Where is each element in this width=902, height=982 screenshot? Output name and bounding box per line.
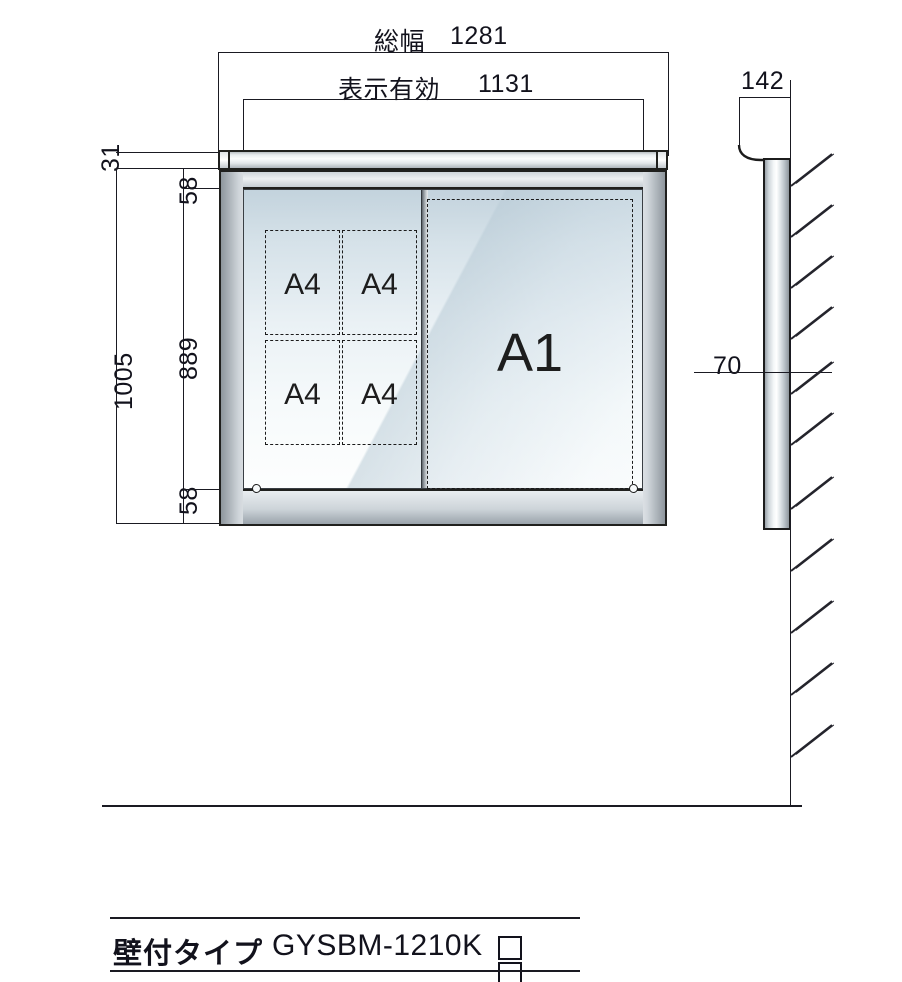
bottom-margin-tick bbox=[183, 489, 219, 490]
lock-point-left[interactable] bbox=[252, 484, 261, 493]
caption-type-label: 壁付タイプ bbox=[113, 938, 264, 970]
cabinet-bottom-band bbox=[243, 489, 643, 524]
overall-width-value: 1281 bbox=[450, 22, 508, 50]
display-width-value: 1131 bbox=[478, 70, 534, 98]
wall-hatch-9b bbox=[795, 600, 835, 631]
wall-hatch-3b bbox=[795, 255, 835, 286]
caption-model-code: GYSBM-1210K bbox=[272, 929, 483, 962]
wall-hatch-11b bbox=[795, 724, 835, 755]
wall-hatch-8b bbox=[795, 538, 835, 569]
bottom-margin-value: 58 bbox=[175, 486, 203, 515]
top-offset-line-upper bbox=[116, 152, 219, 153]
caption-suffix-boxes bbox=[495, 936, 522, 982]
hood-cap-left bbox=[218, 150, 230, 170]
top-margin-value: 58 bbox=[175, 176, 203, 205]
ground-line bbox=[102, 805, 802, 807]
paper-slot-a1-label: A1 bbox=[496, 323, 564, 383]
cabinet-top-band bbox=[243, 172, 643, 189]
hood-depth-dim-line bbox=[739, 97, 791, 98]
hood-cap-right bbox=[656, 150, 668, 170]
wall-hatch-1b bbox=[795, 153, 835, 184]
wall-hatch-10b bbox=[795, 662, 835, 693]
display-glass bbox=[243, 189, 643, 489]
hood-depth-ext-left bbox=[739, 97, 740, 149]
inner-chain-dim-line bbox=[183, 168, 184, 523]
overall-width-ext-left bbox=[218, 52, 219, 156]
paper-slot-a4-3 bbox=[265, 340, 340, 445]
paper-slot-a1 bbox=[427, 199, 633, 489]
display-width-ext-left bbox=[243, 99, 244, 157]
display-width-label: 表示有効 bbox=[338, 76, 441, 104]
wall-hatch-4b bbox=[795, 306, 835, 337]
side-hood-lip bbox=[737, 144, 791, 162]
sliding-door-edge bbox=[421, 190, 422, 488]
paper-slot-a4-1 bbox=[265, 230, 340, 335]
overall-width-dim-line bbox=[218, 52, 669, 53]
wall-hatch-2b bbox=[795, 204, 835, 235]
paper-slot-a4-2-label: A4 bbox=[361, 268, 398, 301]
side-cabinet-panel bbox=[763, 158, 791, 530]
paper-slot-a4-4-label: A4 bbox=[361, 378, 398, 411]
paper-slot-a4-2 bbox=[342, 230, 417, 335]
wall-hatch-5b bbox=[795, 361, 835, 392]
caption-rule-top bbox=[110, 917, 580, 919]
top-offset-line-lower bbox=[116, 168, 219, 169]
top-margin-tick bbox=[183, 188, 219, 189]
wall-hatch-7b bbox=[795, 476, 835, 507]
sliding-door-divider bbox=[422, 190, 428, 488]
hood-depth-value: 142 bbox=[741, 67, 785, 95]
lock-point-right[interactable] bbox=[629, 484, 638, 493]
paper-slot-a4-3-label: A4 bbox=[284, 378, 321, 411]
overall-width-ext-right bbox=[668, 52, 669, 156]
cabinet-depth-value: 70 bbox=[713, 352, 742, 380]
display-width-dim-line bbox=[243, 99, 644, 100]
paper-slot-a4-4 bbox=[342, 340, 417, 445]
wall-hatch-6b bbox=[795, 412, 835, 443]
overall-height-dim-line bbox=[116, 168, 117, 523]
cabinet-hood bbox=[220, 150, 666, 170]
overall-height-value: 1005 bbox=[110, 352, 138, 410]
display-width-ext-right bbox=[643, 99, 644, 157]
display-height-value: 889 bbox=[175, 336, 203, 380]
overall-height-tick-bottom bbox=[116, 523, 219, 524]
suffix-box-1 bbox=[498, 936, 522, 960]
paper-slot-a4-1-label: A4 bbox=[284, 268, 321, 301]
glass-reflection bbox=[244, 190, 642, 488]
caption-rule-bottom bbox=[110, 970, 580, 972]
cabinet-depth-dim-line bbox=[694, 372, 832, 373]
overall-width-label: 総幅 bbox=[374, 28, 426, 56]
suffix-box-2 bbox=[498, 962, 522, 982]
